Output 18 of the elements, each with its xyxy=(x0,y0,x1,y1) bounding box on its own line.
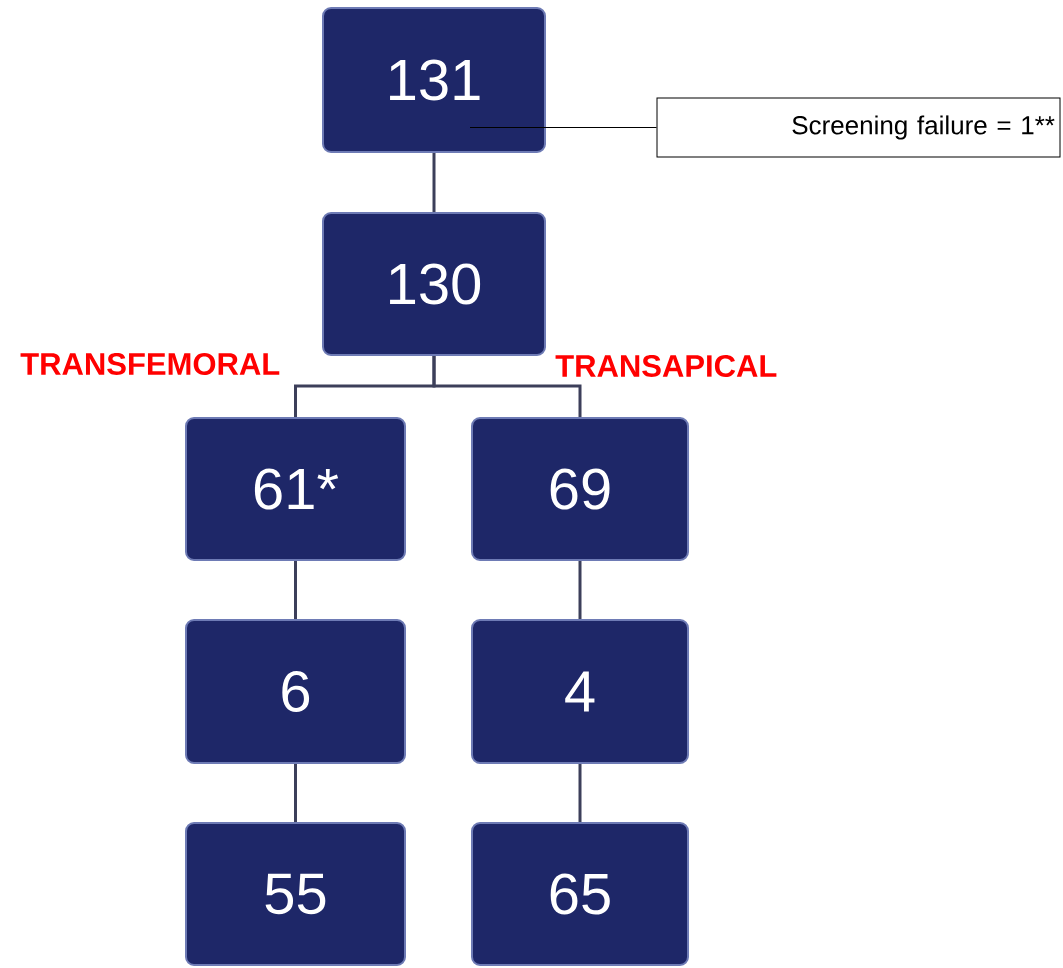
branch-label: TRANSFEMORAL xyxy=(20,353,280,375)
connector-line xyxy=(432,356,582,417)
number-box: 61* xyxy=(185,417,406,561)
number-box: 55 xyxy=(185,822,406,966)
number-box: 131 xyxy=(322,7,546,153)
leader-line xyxy=(469,127,657,128)
number-box: 69 xyxy=(471,417,689,561)
number-box: 65 xyxy=(471,822,689,966)
note-box: Screening failure = 1** xyxy=(656,97,1061,158)
number-box: 4 xyxy=(471,619,689,764)
connector-line xyxy=(294,561,297,619)
connector-line xyxy=(294,764,297,822)
connector-line xyxy=(578,561,582,619)
number-box: 6 xyxy=(185,619,406,764)
connector-line xyxy=(578,764,582,822)
branch-label: TRANSAPICAL xyxy=(555,355,777,377)
number-box: 130 xyxy=(322,212,546,356)
connector-line xyxy=(432,153,436,212)
